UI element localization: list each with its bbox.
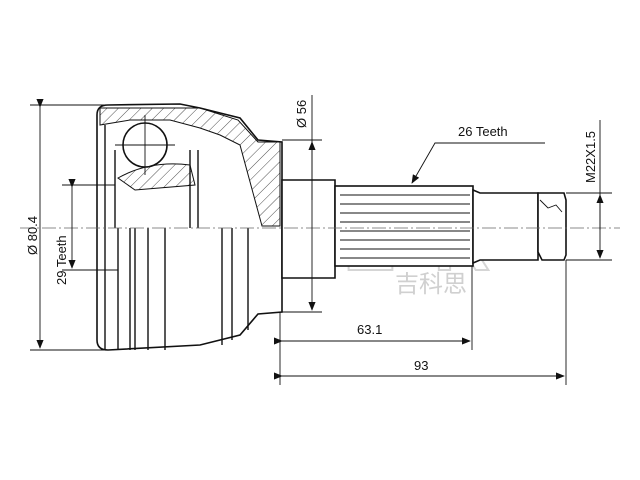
- dimension-outer-diameter: Ø 80.4: [25, 98, 105, 351]
- watermark-chinese: 吉科思: [395, 270, 467, 298]
- dimension-outer-teeth: 26 Teeth: [411, 124, 545, 184]
- dimension-inner-teeth: 29 Teeth: [54, 178, 118, 285]
- dimension-total-length: 93: [273, 260, 567, 385]
- thread-end: [537, 192, 567, 261]
- outer-teeth-label: 26 Teeth: [458, 124, 508, 139]
- outer-spline: [334, 185, 474, 267]
- total-length-label: 93: [414, 358, 428, 373]
- dimension-thread: M22X1.5: [566, 120, 612, 261]
- thread-label: M22X1.5: [583, 131, 598, 183]
- outer-diameter-label: Ø 80.4: [25, 216, 40, 255]
- spline-length-label: 63.1: [357, 322, 382, 337]
- outer-housing: [96, 103, 283, 351]
- dimension-stub-diameter: Ø 56: [282, 95, 322, 313]
- stub-shaft: [281, 179, 567, 279]
- inner-teeth-label: 29 Teeth: [54, 235, 69, 285]
- stub-diameter-label: Ø 56: [294, 100, 309, 128]
- dimension-spline-length: 63.1: [273, 266, 473, 385]
